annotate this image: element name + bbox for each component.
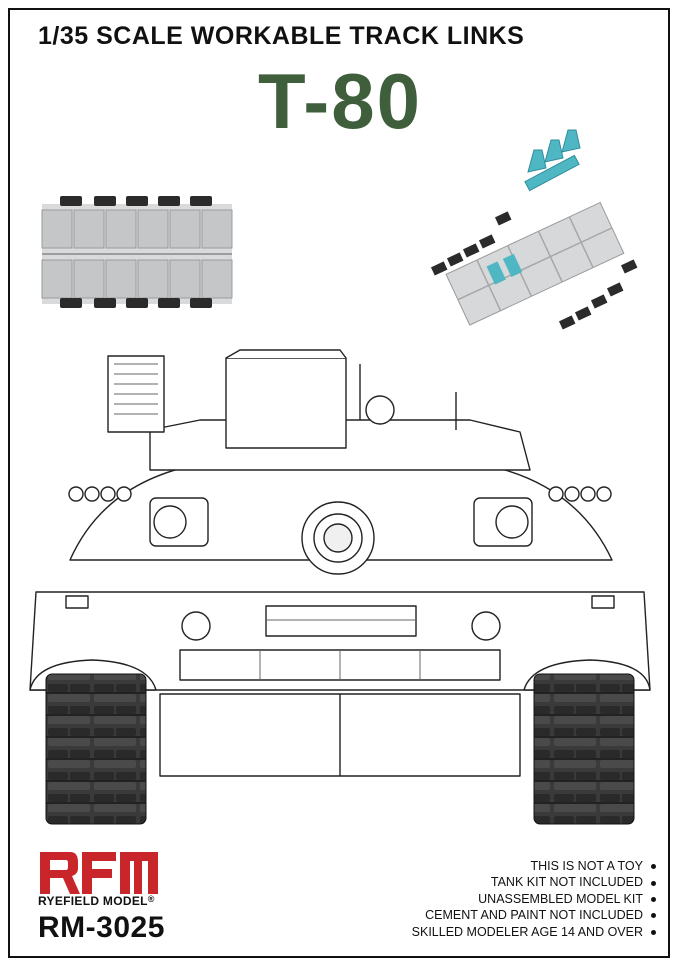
warning-item: CEMENT AND PAINT NOT INCLUDED	[412, 907, 656, 923]
box-title: T-80	[257, 57, 423, 145]
box-subtitle: 1/35 SCALE WORKABLE TRACK LINKS	[38, 22, 525, 50]
bullet-icon	[651, 880, 656, 886]
bullet-icon	[651, 913, 656, 919]
bullet-icon	[651, 864, 656, 870]
t80-tank-front-line-drawing-icon	[29, 349, 651, 777]
track-link-sprue-icon	[41, 196, 233, 308]
right-track-icon	[533, 673, 635, 825]
brand-name: RYEFIELD MODEL®	[38, 894, 155, 908]
warning-list: THIS IS NOT A TOY TANK KIT NOT INCLUDED …	[412, 858, 656, 940]
warning-item: UNASSEMBLED MODEL KIT	[412, 891, 656, 907]
teal-guide-horns-icon	[524, 129, 581, 192]
warning-item: THIS IS NOT A TOY	[412, 858, 656, 874]
warning-item: SKILLED MODELER AGE 14 AND OVER	[412, 924, 656, 940]
bullet-icon	[651, 929, 656, 935]
assembled-track-links-icon	[430, 201, 638, 330]
left-track-icon	[45, 673, 147, 825]
bullet-icon	[651, 897, 656, 903]
rfm-logo	[40, 852, 158, 894]
warning-item: TANK KIT NOT INCLUDED	[412, 874, 656, 890]
product-code: RM-3025	[38, 911, 165, 944]
